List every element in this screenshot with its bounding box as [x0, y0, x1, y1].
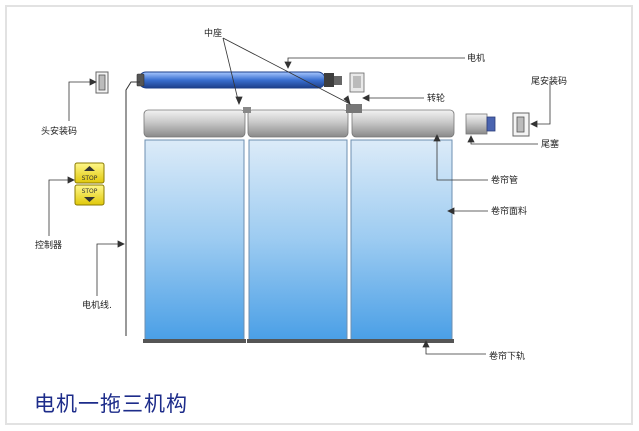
tail-mounting-bracket	[512, 112, 530, 137]
label-drive-wheel: 转轮	[427, 94, 446, 104]
fabric-panel-left	[144, 139, 245, 341]
bottom-rails	[143, 339, 454, 343]
label-motor-wire: 电机线.	[82, 301, 112, 311]
controller-down	[74, 184, 105, 206]
label-center-mount: 中座	[204, 29, 223, 39]
center-coupler-1	[243, 107, 251, 113]
fabric-panels	[144, 139, 453, 341]
bottom-rail-right	[349, 339, 454, 343]
controller: STOP STOP	[74, 162, 105, 206]
drive-wheel	[349, 72, 365, 93]
label-roller-tube: 卷帘管	[491, 176, 519, 186]
label-tail-mounting-bracket: 尾安装码	[531, 77, 568, 87]
tail-plug	[465, 113, 496, 135]
controller-down-label: STOP	[82, 188, 98, 195]
label-motor: 电机	[467, 54, 486, 64]
diagram-title: 电机一拖三机构	[34, 392, 188, 416]
controller-up-label: STOP	[82, 175, 98, 182]
fabric-panel-right	[350, 139, 453, 341]
controller-up	[74, 162, 105, 184]
roller-tubes	[143, 104, 455, 138]
fabric-panel-middle	[248, 139, 348, 341]
label-curtain-fabric: 卷帘面料	[491, 207, 528, 217]
roller-tube-left	[143, 109, 246, 138]
center-coupler-2	[346, 104, 362, 113]
label-head-mounting-bracket: 头安装码	[41, 127, 78, 137]
bottom-rail-middle	[247, 339, 349, 343]
outer-border	[5, 5, 633, 425]
label-bottom-rail: 卷帘下轨	[489, 352, 526, 362]
roller-tube-middle	[247, 109, 349, 138]
roller-tube-right	[351, 109, 455, 138]
label-controller: 控制器	[35, 241, 63, 251]
motor	[136, 71, 342, 89]
bottom-rail-left	[143, 339, 246, 343]
leader-lines	[48, 37, 551, 355]
motor-wire	[125, 81, 140, 336]
label-tail-plug: 尾塞	[541, 140, 560, 150]
head-mounting-bracket	[95, 71, 109, 94]
